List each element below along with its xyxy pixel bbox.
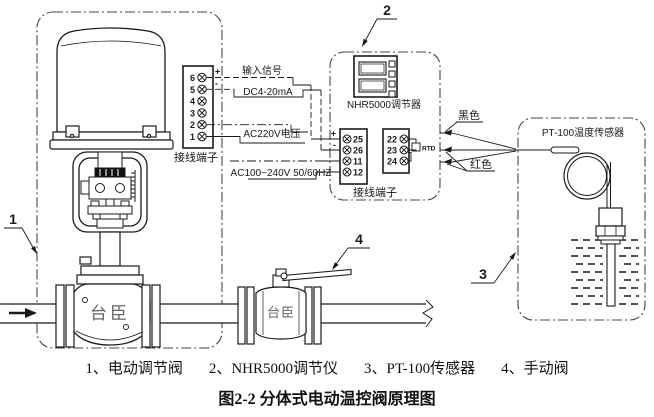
controller-terminal-block-left: 25 26 11 12 + -	[331, 128, 368, 185]
terminal-number: 26	[353, 146, 363, 156]
legend-item-4: 4、手动阀	[501, 361, 569, 377]
wire-color-callouts: 黑色 红色	[443, 108, 495, 172]
wire-label-input-signal: 输入信号	[242, 64, 282, 77]
controller-boundary	[329, 51, 441, 201]
rtd-label: RTD	[422, 146, 436, 153]
sensor-wires	[440, 132, 552, 163]
terminal-number: 22	[387, 135, 397, 145]
callout-1-label: 1	[9, 211, 17, 227]
valve-brand-text: 台臣	[90, 304, 130, 323]
callout-1: 1	[4, 211, 37, 254]
terminal-number: 6	[190, 73, 195, 83]
wire-input-signal	[206, 77, 340, 140]
terminal-number: 11	[353, 157, 363, 167]
yoke-mechanism	[80, 151, 136, 229]
wire-ac-supply	[230, 160, 340, 180]
terminal-number: 24	[387, 157, 397, 167]
sensor-cable-coil	[550, 146, 611, 208]
wire-ac220	[206, 124, 308, 144]
controller-terminal-block-label: 接线端子	[353, 185, 397, 199]
pipe-outlet	[321, 304, 426, 323]
liquid-level-dashes	[571, 239, 639, 305]
sensor-boundary	[517, 117, 646, 321]
actuator-terminal-block-label: 接线端子	[174, 150, 218, 164]
caption-title: 图2-2 分体式电动温控阀原理图	[218, 391, 436, 408]
pipeline	[0, 299, 434, 328]
schematic-svg: 台臣 台臣 6 5 4 3 2 1	[0, 2, 646, 349]
manual-valve: 台臣	[237, 268, 352, 345]
terminal-number: 25	[353, 135, 363, 145]
controller-terminal-block-right: 22 23 24 RTD	[382, 128, 436, 174]
legend-item-1: 1、电动调节阀	[85, 361, 183, 377]
controller-name-label: NHR5000调节器	[347, 99, 421, 111]
polarity-plus: +	[215, 67, 220, 77]
wire-dc-signal	[206, 88, 340, 151]
legend-item-3: 3、PT-100传感器	[364, 361, 476, 377]
sensor-probe	[595, 207, 626, 308]
electric-valve-boundary	[36, 11, 223, 349]
callout-4: 4	[332, 231, 370, 270]
manual-valve-brand-text: 台臣	[267, 305, 295, 320]
terminal-number: 5	[190, 85, 195, 95]
controller-display-icon	[353, 55, 398, 98]
wire-label-ac220: AC220V电压	[243, 127, 300, 140]
sensor-name-label: PT-100温度传感器	[542, 126, 624, 139]
flow-arrow-icon	[9, 308, 37, 318]
callout-2: 2	[362, 2, 397, 47]
rtd-bridge	[408, 138, 421, 162]
wire-label-dc-signal: DC4-20mA	[243, 87, 293, 98]
wire-label-ac-supply: AC100~240V 50/60HZ	[231, 168, 332, 179]
valve-top-flange	[80, 265, 140, 276]
terminal-number: 23	[387, 146, 397, 156]
polarity-plus: +	[331, 129, 336, 139]
pipe-middle	[160, 304, 238, 323]
red-wire-label: 红色	[470, 157, 492, 171]
globe-valve-body: 台臣	[69, 283, 151, 346]
pipe-break	[422, 299, 434, 328]
actuator-terminal-block: 6 5 4 3 2 1 + - 接线端子	[174, 65, 220, 164]
terminal-number: 3	[190, 108, 195, 118]
callout-2-label: 2	[383, 2, 391, 18]
callout-4-label: 4	[355, 231, 363, 247]
callout-3-label: 3	[479, 266, 487, 282]
valve-stem	[76, 231, 144, 285]
terminal-number: 1	[190, 132, 195, 142]
terminal-number: 4	[190, 97, 195, 107]
terminal-number: 12	[353, 168, 363, 178]
actuator-dome	[56, 27, 166, 133]
callout-3: 3	[471, 252, 516, 284]
black-wire-label: 黑色	[458, 108, 480, 122]
caption-legend: 1、电动调节阀 2、NHR5000调节仪 3、PT-100传感器 4、手动阀	[0, 359, 654, 379]
electric-valve-flanges	[55, 284, 161, 348]
polarity-minus: -	[215, 79, 218, 89]
polarity-minus: -	[333, 140, 336, 150]
legend-item-2: 2、NHR5000调节仪	[208, 361, 339, 377]
actuator-flange	[49, 125, 174, 150]
terminal-number: 2	[190, 120, 195, 130]
manual-valve-body	[255, 286, 307, 340]
manual-valve-handle	[282, 268, 352, 282]
